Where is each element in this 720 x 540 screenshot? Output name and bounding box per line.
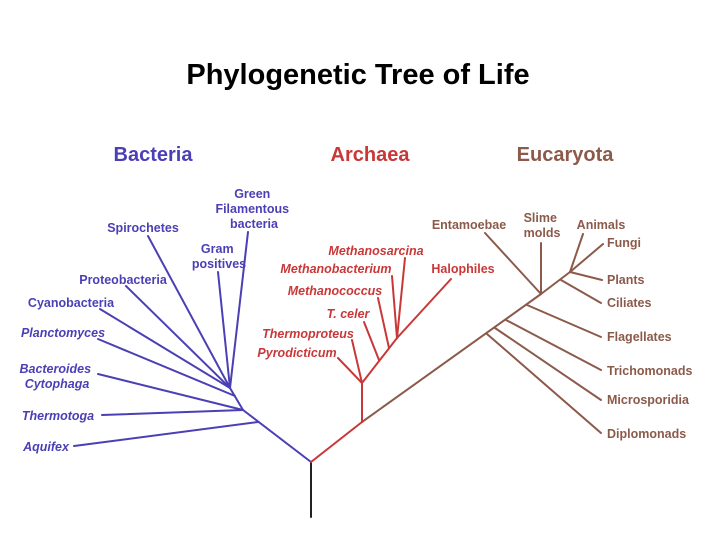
branch-spirochetes xyxy=(147,235,231,389)
bacteria-branches xyxy=(73,231,259,447)
eucaryota-crown-stem xyxy=(540,271,571,295)
taxon-aquifex: Aquifex xyxy=(22,440,70,454)
taxon-proteobacteria: Proteobacteria xyxy=(79,273,168,287)
branch-t-celer xyxy=(363,321,380,361)
taxon-cyanobacteria: Cyanobacteria xyxy=(28,296,115,310)
branch-planctomyces xyxy=(97,338,236,397)
branch-halophiles xyxy=(396,278,452,339)
taxon-animals: Animals xyxy=(577,218,626,232)
taxon-methanosarcina: Methanosarcina xyxy=(328,244,423,258)
branch-aquifex xyxy=(73,421,259,447)
branch-thermoproteus xyxy=(351,339,363,384)
taxon-thermotoga: Thermotoga xyxy=(22,409,94,423)
branch-methanococcus xyxy=(377,297,390,349)
taxon-diplomonads: Diplomonads xyxy=(607,427,686,441)
taxon-microsporidia: Microsporidia xyxy=(607,393,690,407)
taxon-pyrodicticum: Pyrodicticum xyxy=(257,346,336,360)
taxon-gram-positives: Gram positives xyxy=(192,242,246,271)
domain-label-bacteria: Bacteria xyxy=(114,144,194,166)
branch-bacteroides xyxy=(97,373,244,411)
branch-thermotoga xyxy=(101,409,244,416)
taxon-plants: Plants xyxy=(607,273,645,287)
taxon-thermoproteus: Thermoproteus xyxy=(262,327,354,341)
taxon-bacteroides-cytophaga: Bacteroides Cytophaga xyxy=(19,362,94,391)
branch-trichomonads xyxy=(505,319,602,371)
taxon-green-filamentous: Green Filamentous bacteria xyxy=(215,187,292,231)
branch-flagellates xyxy=(526,304,602,338)
archaea-stem xyxy=(310,421,363,463)
branch-fungi xyxy=(569,243,604,273)
taxon-fungi: Fungi xyxy=(607,236,641,250)
branch-methanobacterium xyxy=(391,275,398,339)
taxon-t-celer: T. celer xyxy=(327,307,371,321)
taxon-entamoebae: Entamoebae xyxy=(432,218,506,232)
taxon-planctomyces: Planctomyces xyxy=(21,326,105,340)
bacteria-stem xyxy=(242,409,312,463)
branch-diplomonads xyxy=(486,333,602,434)
branch-cyanobacteria xyxy=(99,308,231,389)
bacteria-inner-node xyxy=(229,387,244,411)
eucaryota-branches xyxy=(484,232,604,434)
taxon-trichomonads: Trichomonads xyxy=(607,364,692,378)
branch-proteobacteria xyxy=(125,285,231,389)
archaea-branches xyxy=(337,257,452,423)
taxon-methanobacterium: Methanobacterium xyxy=(280,262,391,276)
taxon-methanococcus: Methanococcus xyxy=(288,284,383,298)
taxon-ciliates: Ciliates xyxy=(607,296,652,310)
branch-microsporidia xyxy=(494,327,602,401)
branch-plants xyxy=(569,271,603,281)
branch-animals xyxy=(569,233,584,273)
branch-methanosarcina xyxy=(396,257,406,339)
branch-ciliates xyxy=(560,279,602,304)
eucaryota-stem xyxy=(361,293,542,423)
branch-pyrodicticum xyxy=(337,357,363,384)
taxon-flagellates: Flagellates xyxy=(607,330,672,344)
taxon-spirochetes: Spirochetes xyxy=(107,221,179,235)
branch-gram-positives xyxy=(217,271,231,389)
domain-label-archaea: Archaea xyxy=(331,144,411,166)
diagram-title: Phylogenetic Tree of Life xyxy=(186,59,529,91)
domain-label-eucaryota: Eucaryota xyxy=(517,144,615,166)
branch-entamoebae xyxy=(484,232,542,295)
taxon-slime-molds: Slime molds xyxy=(524,211,561,240)
branch-green-filamentous xyxy=(229,231,249,389)
taxon-halophiles: Halophiles xyxy=(431,262,494,276)
